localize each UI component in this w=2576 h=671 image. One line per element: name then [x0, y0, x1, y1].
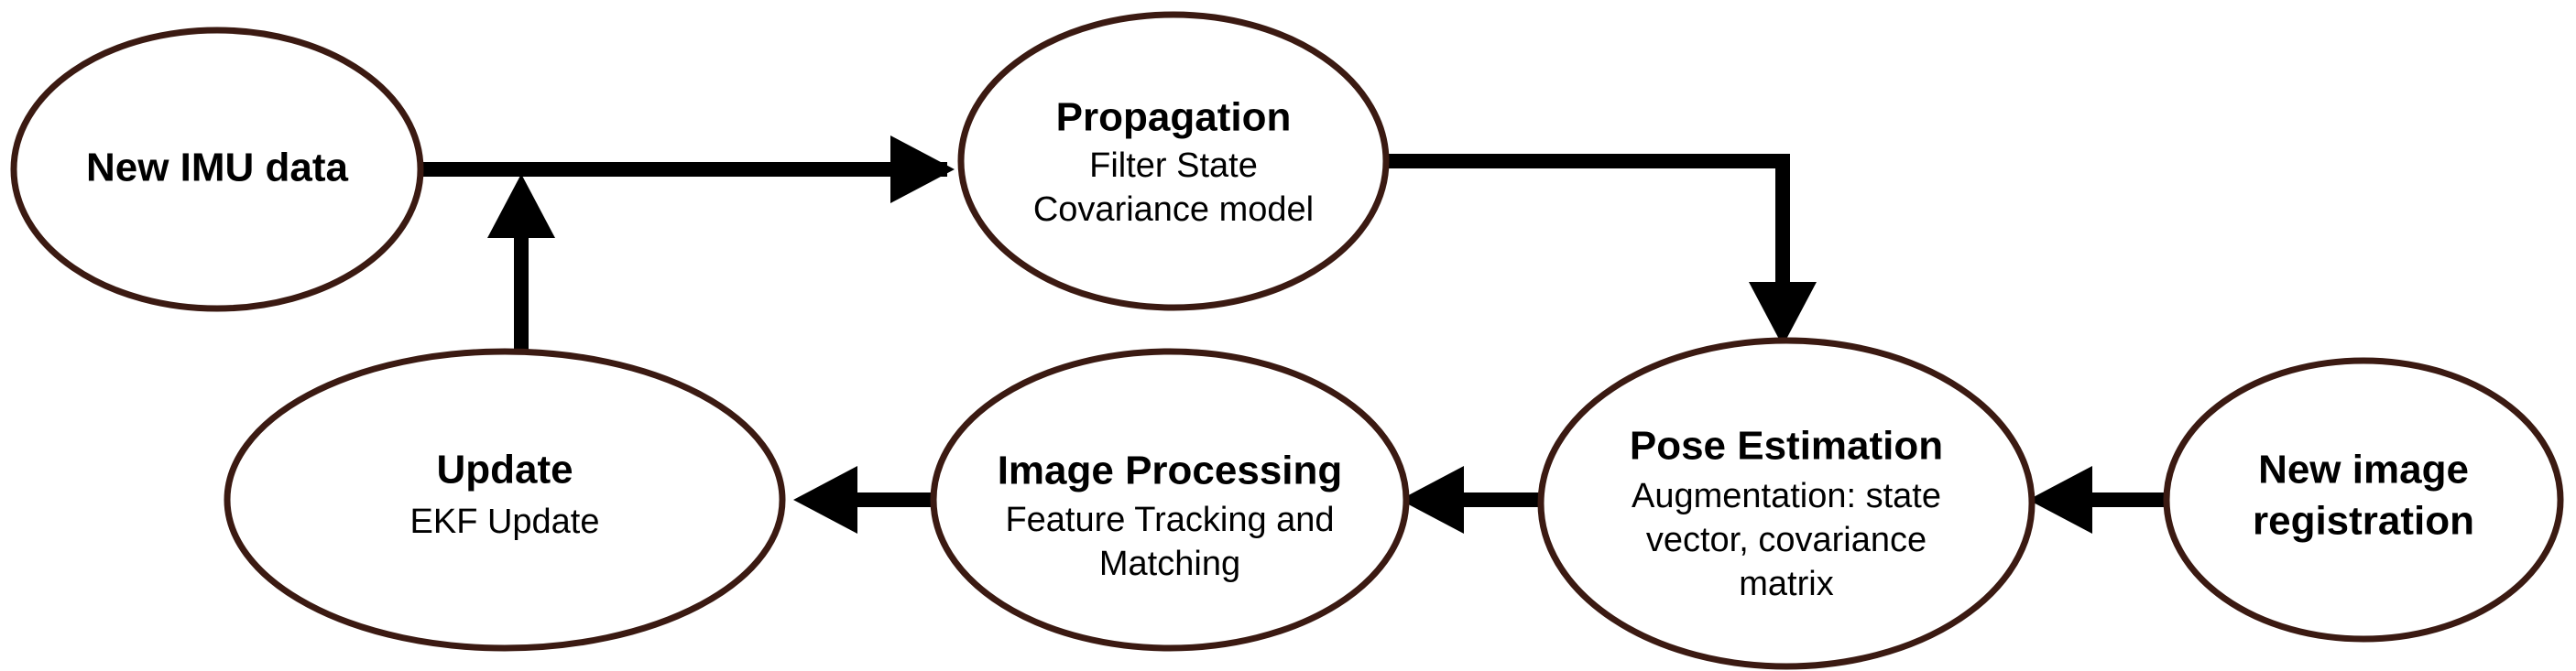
node-pose-estimation-subtitle-line-3: matrix [1739, 565, 1833, 603]
arrowhead-pose-estimation-to-image-processing [1400, 466, 1464, 534]
node-image-processing-subtitle-line-1: Feature Tracking and [1005, 501, 1334, 539]
node-new-imu-data-title: New IMU data [86, 146, 349, 190]
arrowhead-imu-to-propagation [890, 135, 955, 203]
node-pose-estimation-subtitle-line-2: vector, covariance [1646, 521, 1927, 559]
arrowhead-new-image-registration-to-pose-estimation [2028, 466, 2092, 534]
node-image-processing[interactable]: Image Processing Feature Tracking and Ma… [930, 348, 1410, 652]
edge-image-processing-to-update[interactable] [793, 466, 936, 534]
node-new-image-registration-title: New image [2258, 448, 2469, 492]
node-image-processing-subtitle-line-2: Matching [1099, 545, 1240, 583]
node-propagation-subtitle-line-1: Filter State [1089, 146, 1258, 185]
nodes-layer: New IMU data Propagation Filter State Co… [10, 11, 2564, 670]
node-new-imu-data[interactable]: New IMU data [10, 27, 424, 312]
edge-line-propagation-to-pose-estimation [1381, 154, 1790, 317]
node-pose-estimation-title: Pose Estimation [1630, 424, 1943, 469]
node-pose-estimation-subtitle-line-1: Augmentation: state [1632, 477, 1941, 515]
node-update-title: Update [436, 448, 573, 492]
node-propagation-shape [957, 11, 1390, 311]
node-pose-estimation-shape [1537, 337, 2036, 670]
node-new-image-registration-subtitle-line-1: registration [2253, 499, 2474, 544]
node-image-processing-shape [930, 348, 1410, 652]
edge-update-to-imu-link[interactable] [487, 174, 555, 359]
node-propagation-subtitle-line-2: Covariance model [1033, 190, 1314, 229]
node-new-imu-data-shape [10, 27, 424, 312]
edge-imu-to-propagation[interactable] [420, 135, 955, 203]
node-new-image-registration-shape [2163, 357, 2564, 643]
node-propagation[interactable]: Propagation Filter State Covariance mode… [957, 11, 1390, 311]
edges-layer [420, 135, 2169, 534]
arrowhead-image-processing-to-update [793, 466, 857, 534]
node-image-processing-title: Image Processing [998, 449, 1343, 493]
edge-new-image-registration-to-pose-estimation[interactable] [2028, 466, 2169, 534]
edge-pose-estimation-to-image-processing[interactable] [1400, 466, 1543, 534]
edge-propagation-to-pose-estimation[interactable] [1381, 154, 1817, 346]
node-propagation-title: Propagation [1056, 95, 1292, 140]
node-new-image-registration[interactable]: New image registration [2163, 357, 2564, 643]
arrowhead-update-to-imu-link [487, 174, 555, 238]
node-pose-estimation[interactable]: Pose Estimation Augmentation: state vect… [1537, 337, 2036, 670]
node-update-shape [224, 348, 786, 652]
node-update[interactable]: Update EKF Update [224, 348, 786, 652]
node-update-subtitle-line-1: EKF Update [410, 503, 600, 541]
arrowhead-propagation-to-pose-estimation [1749, 282, 1817, 346]
